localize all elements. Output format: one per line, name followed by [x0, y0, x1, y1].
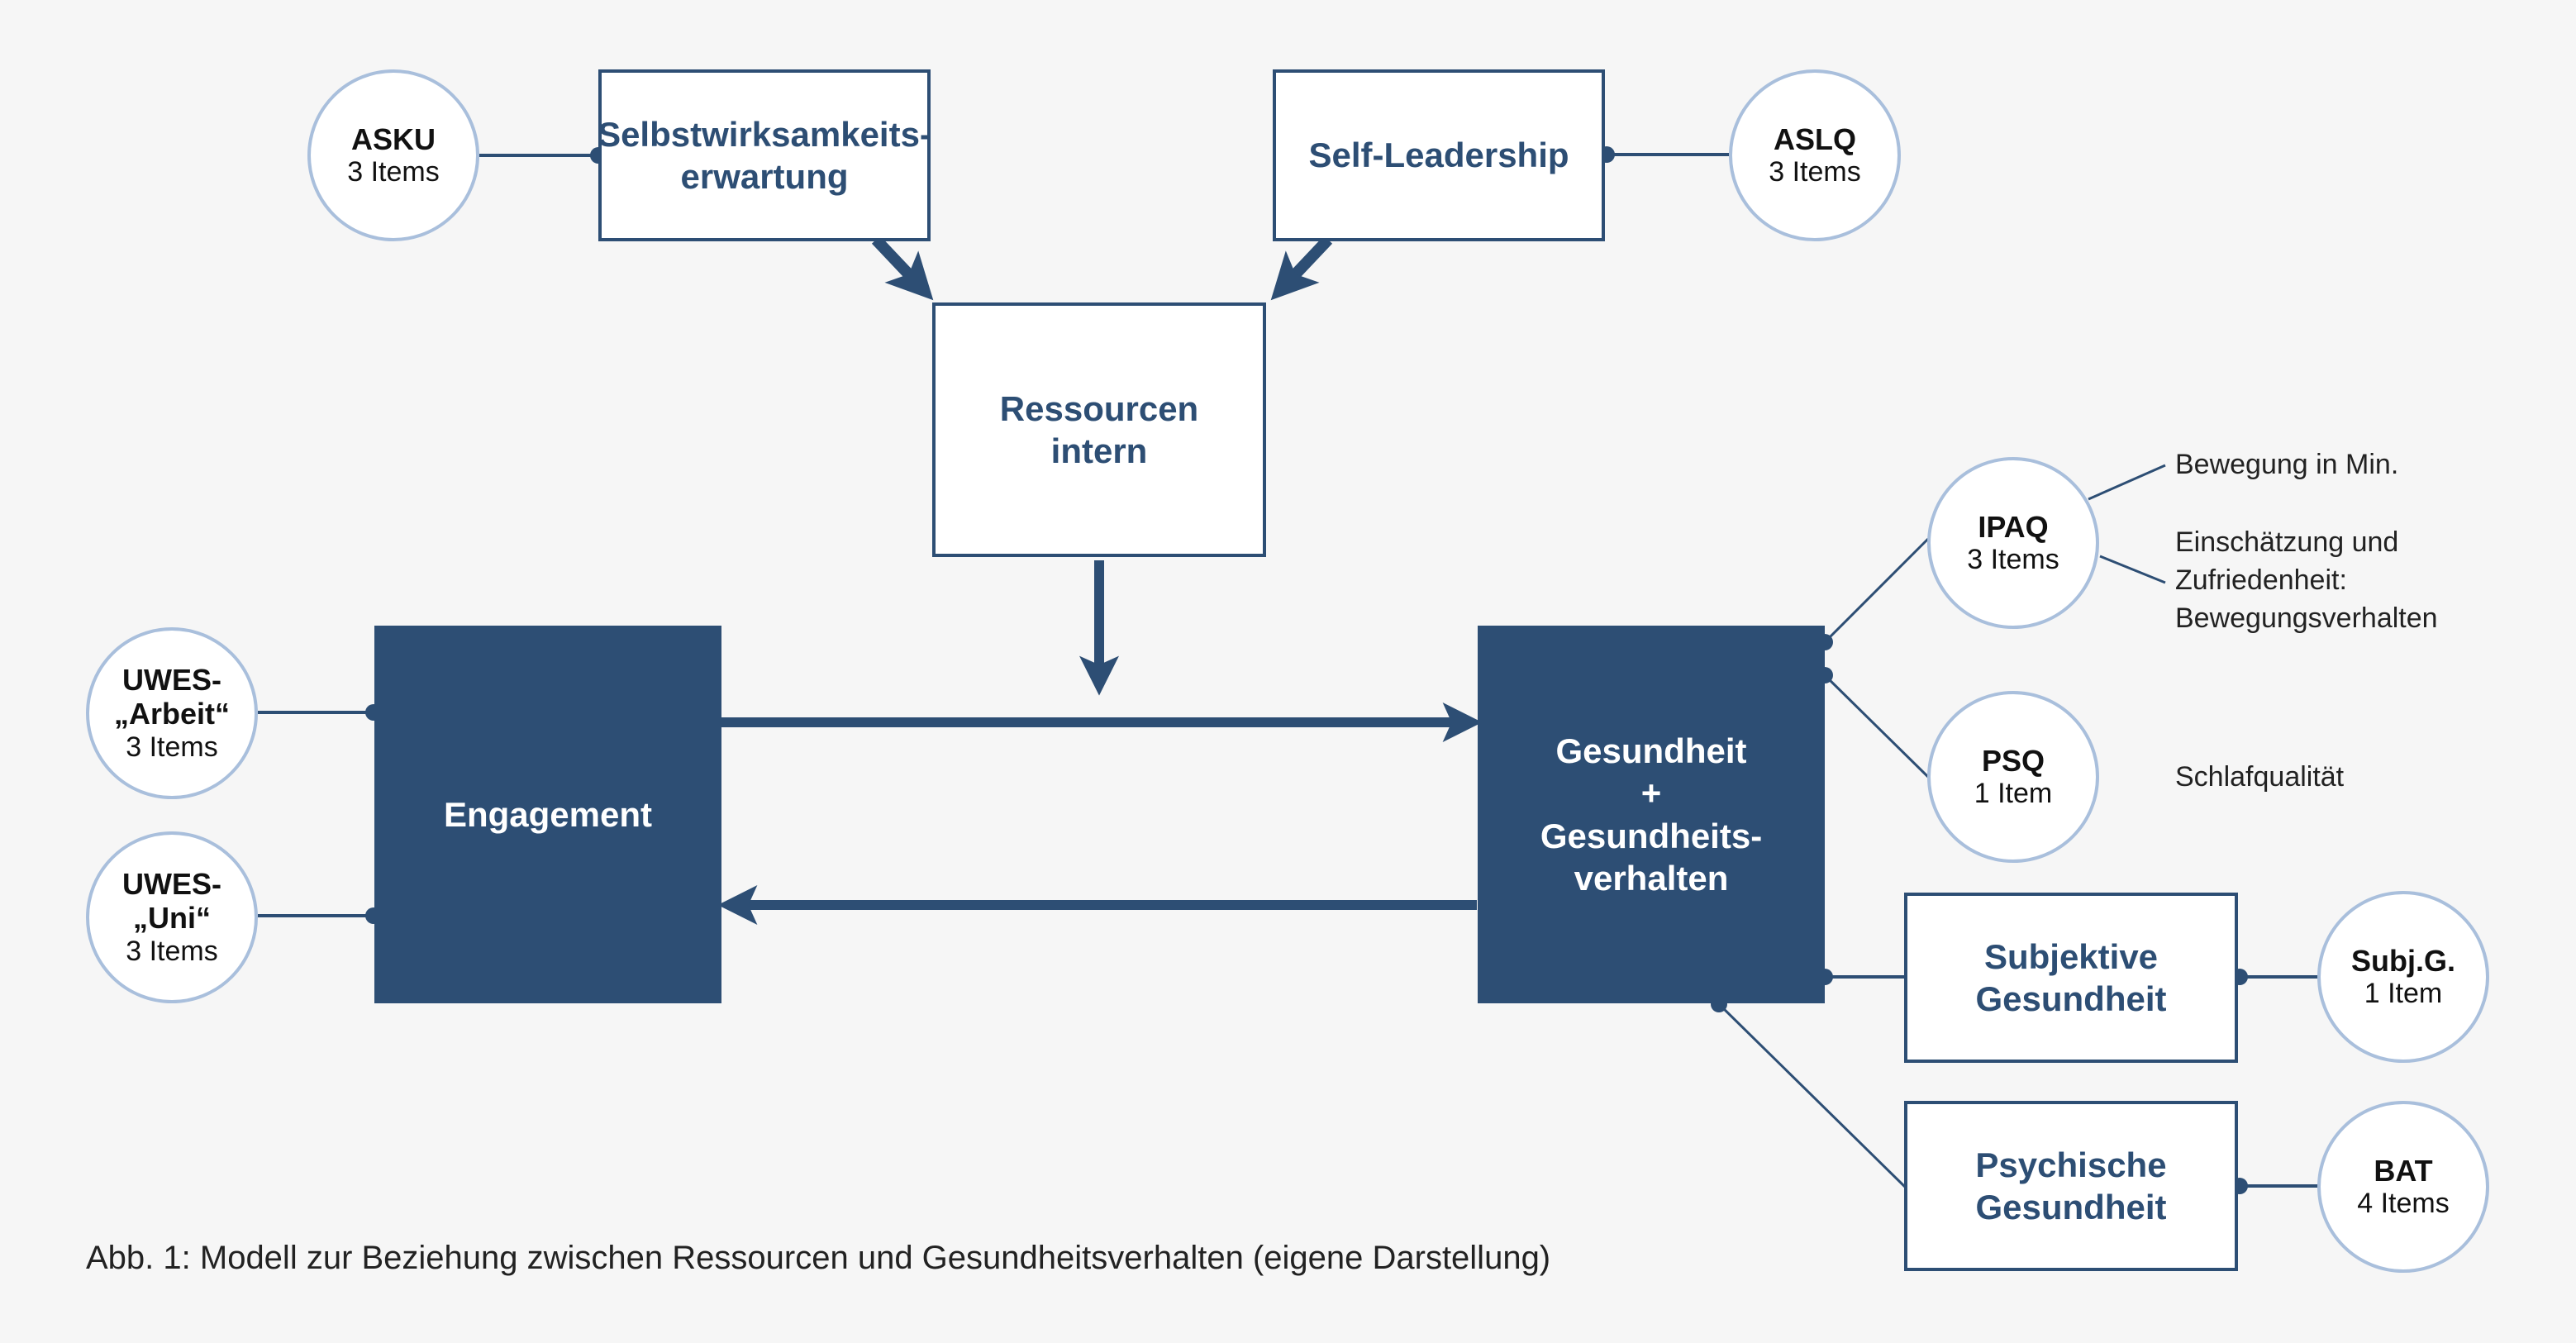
box-ressourcen-intern: Ressourcen intern: [932, 302, 1266, 557]
box-subjektive-gesundheit: Subjektive Gesundheit: [1904, 893, 2238, 1063]
instrument-name: „Arbeit“: [113, 697, 230, 731]
box-label: intern: [1050, 431, 1148, 470]
instrument-name: ASKU: [350, 121, 436, 156]
box-label: Gesundheit: [1975, 1188, 2167, 1226]
note-text: Einschätzung und: [2175, 526, 2399, 558]
instrument-items: 1 Item: [2364, 978, 2443, 1010]
arrow-selbstwirksamkeit-to-ressourcen: [871, 236, 934, 301]
note-text: Schlafqualität: [2175, 761, 2345, 793]
instrument-uwes-uni: UWES- „Uni“ 3 Items: [86, 831, 258, 1003]
instrument-uwes-arbeit: UWES- „Arbeit“ 3 Items: [86, 627, 258, 799]
box-label: Subjektive: [1983, 936, 2159, 976]
instrument-items: 3 Items: [126, 731, 218, 763]
instrument-name: „Uni“: [133, 901, 211, 936]
connector-psychische: [1717, 1002, 1907, 1189]
box-label: Self-Leadership: [1308, 136, 1569, 175]
instrument-items: 3 Items: [347, 156, 440, 188]
note-bewegung-in-min: Bewegung in Min.: [2175, 446, 2398, 484]
box-label: erwartung: [680, 157, 849, 196]
instrument-aslq: ASLQ 3 Items: [1729, 69, 1901, 241]
note-text: Bewegungsverhalten: [2175, 602, 2438, 634]
connector-ipaq: [1823, 537, 1930, 644]
instrument-items: 3 Items: [1967, 544, 2059, 576]
instrument-items: 3 Items: [1769, 156, 1861, 188]
box-label: +: [1640, 774, 1662, 813]
box-gesundheit-gesundheitsverhalten: Gesundheit + Gesundheits- verhalten: [1478, 626, 1825, 1003]
instrument-name: PSQ: [1981, 743, 2045, 778]
instrument-name: ASLQ: [1773, 121, 1856, 156]
instrument-name: UWES-: [122, 867, 221, 902]
figure-caption: Abb. 1: Modell zur Beziehung zwischen Re…: [86, 1240, 1551, 1276]
box-label: Gesundheits-: [1540, 816, 1763, 855]
instrument-items: 3 Items: [126, 935, 218, 967]
arrow-selfleadership-to-ressourcen: [1270, 236, 1333, 301]
note-text: Bewegung in Min.: [2175, 449, 2399, 480]
box-label: Ressourcen: [999, 388, 1199, 428]
box-label: Engagement: [443, 794, 653, 834]
box-label: Selbstwirksamkeits-: [598, 114, 931, 154]
connector-ipaq-bewegung: [2088, 464, 2166, 501]
instrument-psq: PSQ 1 Item: [1927, 691, 2099, 863]
box-label: Gesundheit: [1975, 979, 2167, 1018]
note-schlafqualitaet: Schlafqualität: [2175, 759, 2344, 797]
box-psychische-gesundheit: Psychische Gesundheit: [1904, 1101, 2238, 1271]
box-label: Gesundheit: [1555, 731, 1747, 771]
instrument-name: Subj.G.: [2351, 943, 2455, 978]
note-text: Zufriedenheit:: [2175, 564, 2347, 596]
box-label: Psychische: [1975, 1145, 2167, 1184]
box-self-leadership: Self-Leadership: [1273, 69, 1605, 241]
instrument-name: UWES-: [122, 663, 221, 698]
instrument-items: 4 Items: [2357, 1188, 2450, 1220]
box-engagement: Engagement: [374, 626, 721, 1003]
box-selbstwirksamkeitserwartung: Selbstwirksamkeits- erwartung: [598, 69, 931, 241]
connector-ipaq-einschaetzung: [2099, 555, 2166, 584]
instrument-ipaq: IPAQ 3 Items: [1927, 457, 2099, 629]
instrument-bat: BAT 4 Items: [2317, 1101, 2489, 1273]
connector-psq: [1823, 674, 1930, 779]
instrument-asku: ASKU 3 Items: [307, 69, 479, 241]
instrument-name: BAT: [2374, 1153, 2433, 1188]
box-label: verhalten: [1574, 858, 1729, 898]
instrument-items: 1 Item: [1974, 778, 2053, 810]
note-einschaetzung: Einschätzung und Zufriedenheit: Bewegung…: [2175, 524, 2438, 638]
instrument-subjg: Subj.G. 1 Item: [2317, 891, 2489, 1063]
instrument-name: IPAQ: [1978, 509, 2049, 544]
